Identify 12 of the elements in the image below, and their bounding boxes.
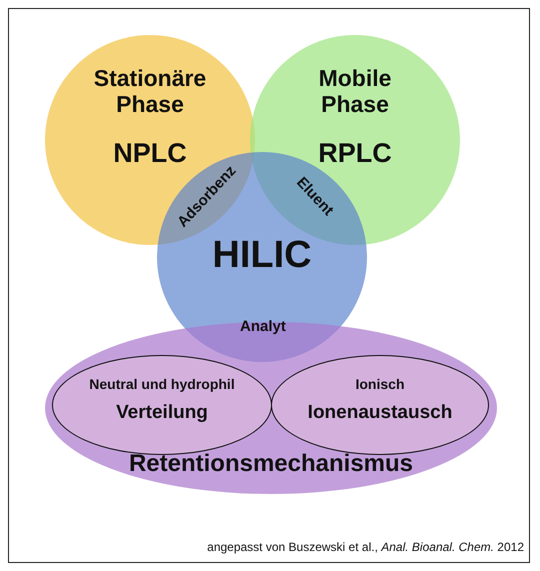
category-title: Ionenaustausch xyxy=(308,402,452,423)
circle-subtitle: RPLC xyxy=(318,138,392,168)
circle-title: HILIC xyxy=(212,234,312,276)
caption: angepasst von Buszewski et al., Anal. Bioanal. Chem. 2012 xyxy=(207,540,524,554)
category-label: Ionisch xyxy=(355,376,404,392)
category-title: Verteilung xyxy=(116,402,208,423)
circle-subtitle: NPLC xyxy=(113,138,187,168)
category-label: Neutral und hydrophil xyxy=(89,376,235,392)
ellipse-title: Retentionsmechanismus xyxy=(128,450,414,477)
overlap-label: Analyt xyxy=(240,318,286,335)
circle-title: Mobile Phase xyxy=(318,65,392,118)
circle-title: Stationäre Phase xyxy=(94,65,206,118)
